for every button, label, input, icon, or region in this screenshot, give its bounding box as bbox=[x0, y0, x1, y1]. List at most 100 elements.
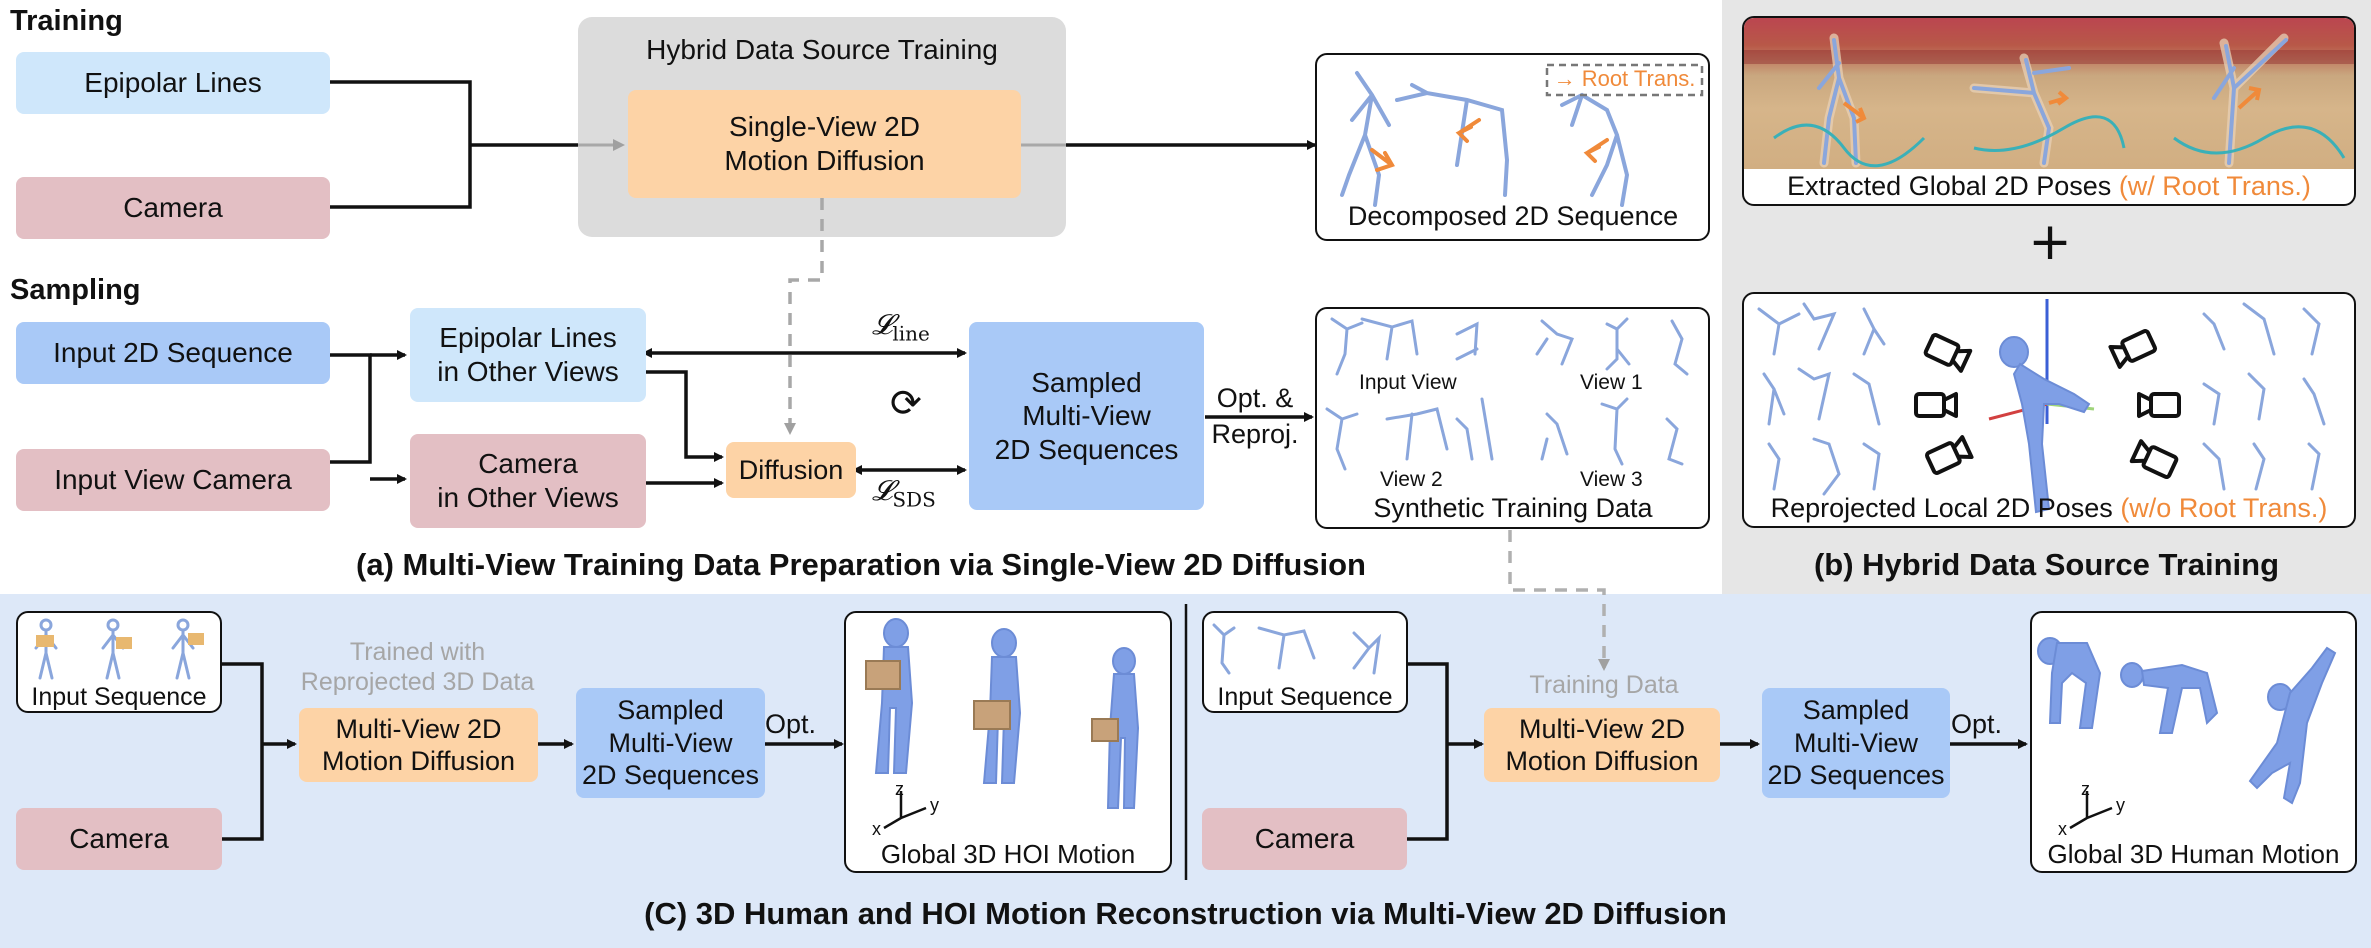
left-sampled-line2: Multi-View bbox=[608, 727, 733, 758]
right-opt-label: Opt. bbox=[1951, 709, 2003, 739]
decomposed-skeletons bbox=[1340, 63, 1704, 207]
right-axis-z: z bbox=[2081, 779, 2090, 799]
l-line-label: 𝓛line bbox=[872, 308, 930, 346]
right-input-sequence-caption: Input Sequence bbox=[1217, 683, 1393, 711]
left-mv-line1: Multi-View 2D bbox=[335, 713, 502, 744]
left-opt-label: Opt. bbox=[765, 709, 817, 739]
right-sampled-line1: Sampled bbox=[1802, 695, 1910, 726]
synthetic-caption: Synthetic Training Data bbox=[1373, 493, 1653, 523]
left-axis-x: x bbox=[872, 819, 881, 839]
epi-to-diffusion-arrow bbox=[646, 370, 724, 462]
left-trained-label: Trained with Reprojected 3D Data bbox=[285, 637, 550, 697]
single-view-line2: Motion Diffusion bbox=[724, 145, 925, 176]
loop-icon: ⟳ bbox=[890, 381, 922, 425]
single-view-diffusion-box: Single-View 2D Motion Diffusion bbox=[628, 90, 1021, 198]
left-mv-diffusion-box: Multi-View 2D Motion Diffusion bbox=[299, 708, 538, 782]
camera-box: Camera bbox=[16, 177, 330, 239]
left-input-sequence-panel: Input Sequence bbox=[16, 611, 222, 713]
camera-other-views-box: Camera in Other Views bbox=[410, 434, 646, 528]
opt-line2: Reproj. bbox=[1211, 419, 1299, 450]
decomposed-caption: Decomposed 2D Sequence bbox=[1347, 201, 1679, 231]
sampling-connectors bbox=[330, 348, 1314, 488]
single-view-line1: Single-View 2D bbox=[729, 111, 920, 143]
right-mv-diffusion-box: Multi-View 2D Motion Diffusion bbox=[1484, 708, 1720, 782]
sampled-line3: 2D Sequences bbox=[994, 433, 1179, 465]
diffusion-label: Diffusion bbox=[738, 454, 844, 485]
left-trained-line2: Reprojected 3D Data bbox=[300, 668, 535, 696]
camera-icons bbox=[1914, 329, 2181, 480]
synthetic-training-panel: Input View View 1 View 2 View 3 Syntheti… bbox=[1315, 307, 1710, 529]
training-merge-line bbox=[330, 80, 578, 209]
left-trained-line1: Trained with bbox=[349, 638, 486, 666]
right-axis-y: y bbox=[2116, 795, 2125, 815]
left-camera-label: Camera bbox=[69, 823, 169, 855]
extracted-global-panel: Extracted Global 2D Poses (w/ Root Trans… bbox=[1742, 16, 2356, 206]
diffusion-box: Diffusion bbox=[726, 442, 856, 498]
camera-label: Camera bbox=[123, 192, 223, 224]
input-merge-line bbox=[330, 353, 372, 464]
sampling-heading: Sampling bbox=[10, 274, 141, 306]
extracted-caption: Extracted Global 2D Poses (w/ Root Trans… bbox=[1744, 171, 2354, 202]
left-sampled-line3: 2D Sequences bbox=[581, 760, 760, 791]
input-view-camera-label: Input View Camera bbox=[54, 464, 292, 496]
left-merge-line bbox=[222, 662, 295, 841]
training-heading: Training bbox=[10, 5, 123, 37]
cam-other-line2: in Other Views bbox=[437, 482, 619, 513]
right-camera-box: Camera bbox=[1202, 808, 1407, 870]
view1-label: View 1 bbox=[1580, 371, 1643, 394]
input-view-camera-box: Input View Camera bbox=[16, 449, 330, 511]
right-sampled-box: Sampled Multi-View 2D Sequences bbox=[1762, 688, 1950, 798]
reprojected-paren: (w/o Root Trans.) bbox=[2120, 493, 2328, 523]
section-a-caption: (a) Multi-View Training Data Preparation… bbox=[356, 547, 1366, 582]
left-hoi-figures bbox=[865, 618, 1140, 830]
right-axis-x: x bbox=[2058, 819, 2067, 839]
left-output-panel: z y x Global 3D HOI Motion bbox=[844, 611, 1172, 873]
section-b-caption: (b) Hybrid Data Source Training bbox=[1813, 547, 2280, 582]
left-input-sequence-caption: Input Sequence bbox=[31, 683, 207, 711]
epipolar-other-views-box: Epipolar Lines in Other Views bbox=[410, 308, 646, 402]
epipolar-lines-label: Epipolar Lines bbox=[84, 67, 262, 99]
gymnast-photo bbox=[1744, 18, 2354, 169]
diffusion-dashed-arrow bbox=[784, 198, 824, 435]
view3-label: View 3 bbox=[1580, 468, 1643, 491]
left-output-caption: Global 3D HOI Motion bbox=[880, 839, 1136, 869]
section-c-connectors bbox=[222, 662, 2028, 841]
l-sds-main: 𝓛 bbox=[872, 474, 893, 507]
right-sampled-line3: 2D Sequences bbox=[1767, 760, 1945, 791]
right-output-panel: z y x Global 3D Human Motion bbox=[2030, 611, 2357, 873]
right-input-sequence-panel: Input Sequence bbox=[1202, 611, 1408, 713]
root-trans-label: Root Trans. bbox=[1581, 66, 1696, 91]
training-connectors bbox=[330, 80, 1317, 209]
right-mv-line2: Motion Diffusion bbox=[1505, 746, 1699, 776]
center-figure bbox=[1988, 299, 2095, 514]
plus-sign: + bbox=[2028, 212, 2072, 272]
left-axis-y: y bbox=[930, 795, 939, 815]
l-line-main: 𝓛 bbox=[872, 308, 893, 341]
right-camera-label: Camera bbox=[1254, 823, 1355, 855]
extracted-label: Extracted Global 2D Poses bbox=[1787, 171, 2119, 201]
cam-other-line1: Camera bbox=[478, 448, 578, 480]
left-mv-line2: Motion Diffusion bbox=[321, 746, 516, 776]
l-line-sub: line bbox=[892, 321, 930, 346]
right-input-skeletons bbox=[1212, 623, 1382, 675]
sampled-line2: Multi-View bbox=[1022, 400, 1151, 432]
sampled-multiview-box: Sampled Multi-View 2D Sequences bbox=[969, 322, 1204, 510]
left-camera-box: Camera bbox=[16, 808, 222, 870]
left-sampled-line1: Sampled bbox=[617, 695, 724, 726]
root-trans-legend-box bbox=[1545, 63, 1704, 97]
left-axis-z: z bbox=[895, 779, 904, 799]
l-sds-sub: SDS bbox=[892, 487, 936, 512]
view2-label: View 2 bbox=[1380, 468, 1443, 491]
sampled-line1: Sampled bbox=[1031, 366, 1142, 398]
right-merge-line bbox=[1407, 662, 1482, 841]
right-human-figures bbox=[2037, 637, 2337, 830]
root-trans-legend: → Root Trans. bbox=[1553, 66, 1696, 91]
synthetic-skeletons bbox=[1325, 317, 1689, 471]
right-sampled-line2: Multi-View bbox=[1793, 727, 1919, 758]
right-mv-line1: Multi-View 2D bbox=[1518, 713, 1686, 744]
left-sampled-box: Sampled Multi-View 2D Sequences bbox=[576, 688, 765, 798]
extracted-paren: (w/ Root Trans.) bbox=[2118, 171, 2311, 201]
reprojected-label: Reprojected Local 2D Poses bbox=[1770, 493, 2121, 523]
input-view-label: Input View bbox=[1359, 371, 1457, 394]
